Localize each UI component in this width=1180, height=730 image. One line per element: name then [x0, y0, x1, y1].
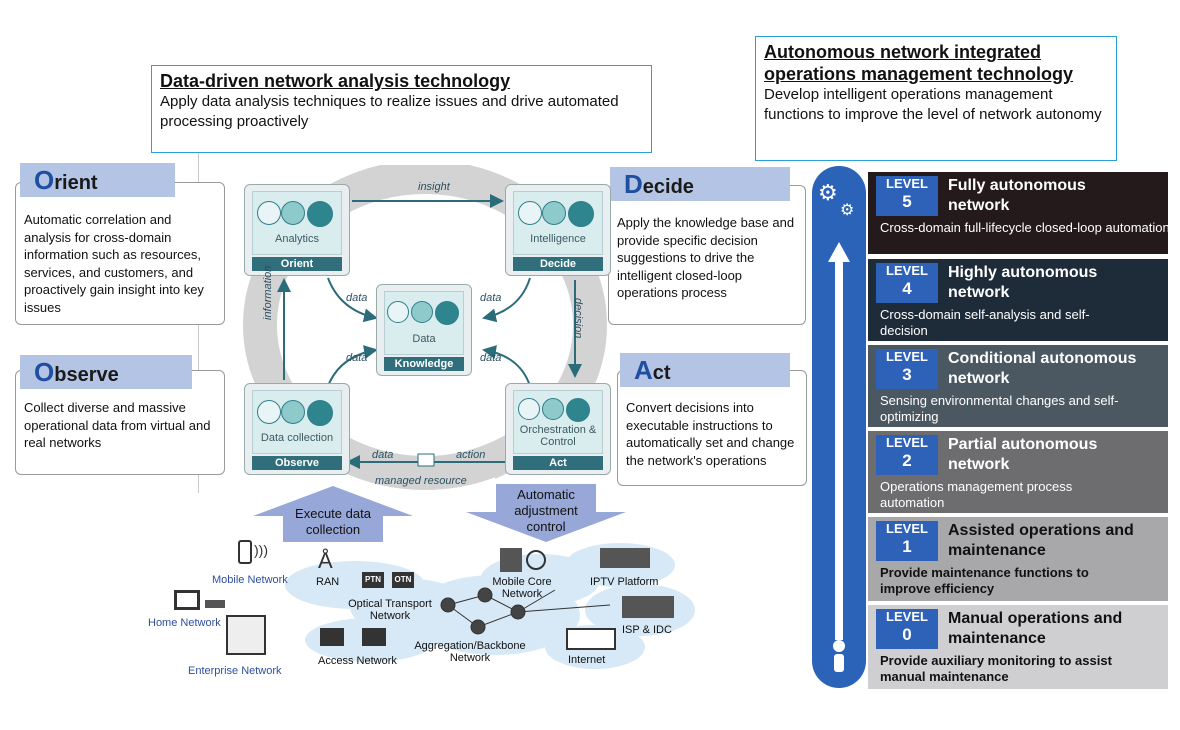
execute-label: Execute data collection	[295, 506, 371, 537]
person-body-icon	[834, 654, 844, 672]
act-body: Convert decisions into executable instru…	[626, 400, 795, 468]
data-label-3: data	[346, 352, 368, 364]
orient-box: Automatic correlation and analysis for c…	[15, 182, 225, 325]
level-4-desc: Cross-domain self-analysis and self-deci…	[880, 307, 1090, 338]
otn-icon: OTN	[392, 572, 414, 588]
intelligence-node: Intelligence Decide	[505, 184, 611, 276]
data-label-2: data	[480, 292, 502, 304]
act-box: Convert decisions into executable instru…	[617, 370, 807, 486]
access-label: Access Network	[318, 655, 397, 667]
observe-body: Collect diverse and massive operational …	[24, 400, 211, 450]
level-0-desc: Provide auxiliary monitoring to assist m…	[880, 653, 1112, 684]
mobile-network-label: Mobile Network	[212, 574, 288, 586]
iptv-icon	[600, 548, 650, 568]
orient-heading: Orient	[20, 163, 175, 197]
mobile-core-label: Mobile Core Network	[492, 576, 552, 600]
decide-heading: Decide	[610, 167, 790, 201]
phone-icon	[238, 540, 252, 564]
act-heading: Act	[620, 353, 790, 387]
information-label: information	[262, 265, 274, 320]
loop-connectors	[277, 194, 582, 469]
iptv-label: IPTV Platform	[590, 576, 659, 588]
action-label: action	[456, 449, 486, 461]
aggregation-label: Aggregation/Backbone Network	[414, 640, 526, 664]
isp-icon	[622, 596, 674, 618]
server-icon	[500, 548, 522, 572]
internet-label: Internet	[568, 654, 606, 666]
analysis-title: Data-driven network analysis technology	[160, 71, 511, 91]
autonomous-title: Autonomous network integrated operations…	[764, 42, 1074, 84]
decide-box: Apply the knowledge base and provide spe…	[608, 185, 806, 325]
level-1-desc: Provide maintenance functions to improve…	[880, 565, 1089, 596]
up-arrow-icon	[828, 242, 850, 640]
knowledge-node: Data Knowledge	[376, 284, 472, 376]
data-label-1: data	[346, 292, 368, 304]
autonomous-callout: Autonomous network integrated operations…	[755, 36, 1117, 161]
managed-resource-label: managed resource	[375, 475, 467, 487]
level-2-name: Partial autonomous network	[948, 436, 1098, 473]
level-3-desc: Sensing environmental changes and self-o…	[880, 393, 1119, 424]
antenna-icon: Å	[318, 548, 333, 573]
ran-label: RAN	[316, 576, 340, 588]
level-0-name: Manual operations and maintenance	[948, 610, 1123, 647]
internet-icon	[566, 628, 616, 650]
level-5-name: Fully autonomous network	[948, 177, 1086, 214]
data-collection-node: Data collection Observe	[244, 383, 350, 475]
access-switch-icon-2	[362, 628, 386, 646]
signal-icon: )))	[254, 542, 268, 558]
autonomous-body: Develop intelligent operations managemen…	[764, 86, 1102, 123]
isp-label: ISP & IDC	[622, 624, 672, 636]
observe-heading: Observe	[20, 355, 192, 389]
analysis-callout: Data-driven network analysis technology …	[151, 65, 652, 153]
level-3-name: Conditional autonomous network	[948, 350, 1137, 387]
level-4-name: Highly autonomous network	[948, 264, 1098, 301]
level-5-desc: Cross-domain full-lifecycle closed-loop …	[880, 220, 1170, 235]
analytics-node: Analytics Orient	[244, 184, 350, 276]
optical-label: Optical Transport Network	[348, 598, 432, 622]
decide-body: Apply the knowledge base and provide spe…	[617, 215, 795, 300]
tv-icon	[174, 590, 200, 610]
person-icon	[833, 640, 845, 652]
orient-body: Automatic correlation and analysis for c…	[24, 212, 204, 315]
enterprise-network-label: Enterprise Network	[188, 665, 282, 677]
level-1-name: Assisted operations and maintenance	[948, 522, 1134, 559]
level-2-desc: Operations management process automation	[880, 479, 1073, 510]
gear-icon: ⚙	[818, 180, 838, 205]
enterprise-icon	[226, 615, 266, 655]
adjust-arrow	[466, 484, 626, 542]
access-switch-icon	[320, 628, 344, 646]
home-network-label: Home Network	[148, 617, 221, 629]
orchestration-node: Orchestration & Control Act	[505, 383, 611, 475]
analysis-body: Apply data analysis techniques to realiz…	[160, 93, 619, 130]
globe-icon	[526, 550, 546, 570]
adjust-label: Automatic adjustment control	[514, 487, 578, 534]
router-icon	[205, 600, 225, 608]
data-label-5: data	[372, 449, 394, 461]
decision-label: decision	[572, 298, 584, 339]
ptn-icon: PTN	[362, 572, 384, 588]
gear-icon-small: ⚙	[840, 202, 855, 219]
execute-arrow	[253, 486, 413, 542]
data-label-4: data	[480, 352, 502, 364]
insight-label: insight	[418, 181, 450, 193]
